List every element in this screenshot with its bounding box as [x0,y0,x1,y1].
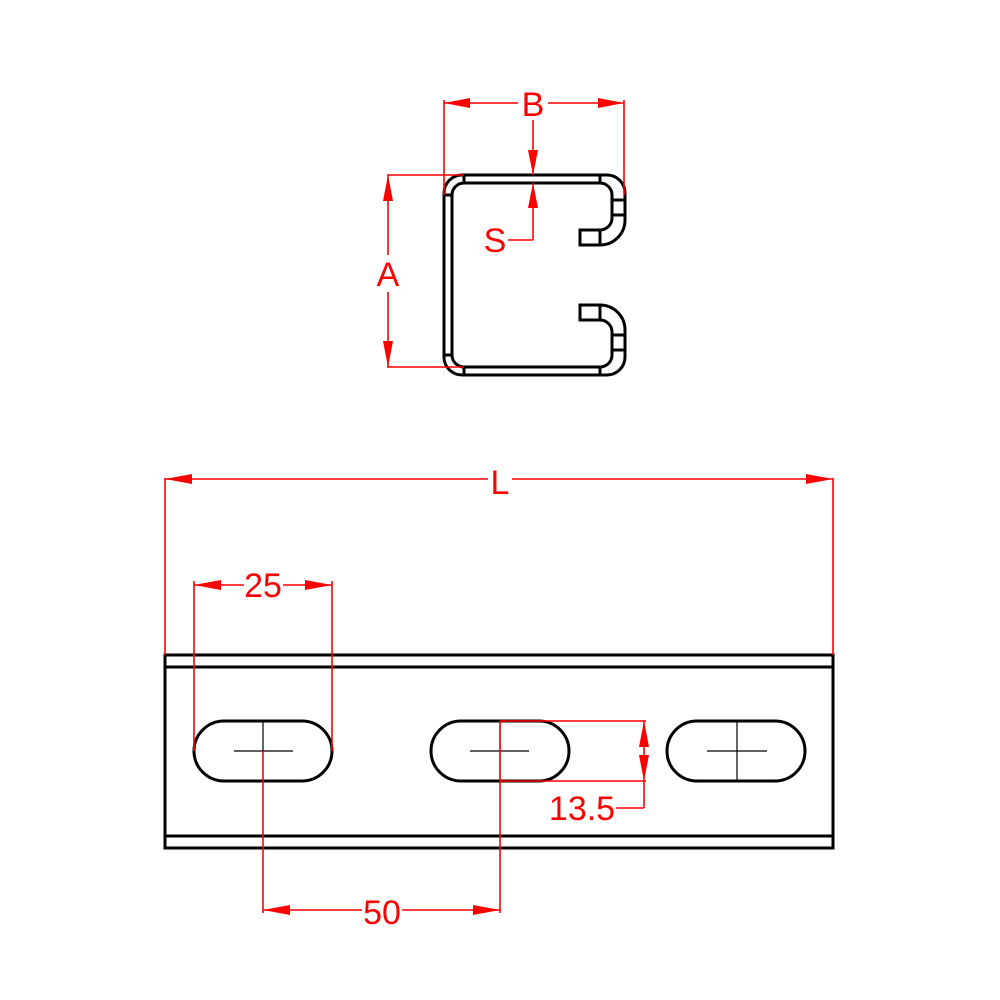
arrow-right-icon [806,474,833,484]
dimension-slot-length: 25 [193,567,333,751]
arrow-left-icon [444,98,470,108]
label-a: A [377,256,400,294]
arrow-left-icon [263,905,290,915]
label-slot-length: 25 [244,567,282,605]
arrow-down-icon [528,150,538,175]
channel-section [442,173,627,377]
dimension-a: A [377,174,464,368]
label-b: B [522,86,545,124]
arrow-up-icon [383,175,393,201]
label-l: L [491,464,510,502]
arrow-up-icon [528,183,538,208]
dimension-s: S [484,120,538,260]
channel-elevation [163,653,835,850]
dimension-b: B [443,86,625,195]
dimension-slot-pitch: 50 [262,721,501,932]
label-slot-width: 13.5 [549,790,615,828]
arrow-left-icon [194,580,221,590]
arrow-right-icon [305,580,332,590]
label-slot-pitch: 50 [363,894,401,932]
label-s: S [484,222,507,260]
arrow-down-icon [383,341,393,367]
arrow-up-icon [639,721,649,747]
arrow-left-icon [165,474,192,484]
arrow-right-icon [473,905,500,915]
dimension-slot-width: 13.5 [500,720,649,828]
dimension-l: L [164,464,834,655]
slot-3 [665,719,807,783]
arrow-right-icon [598,98,624,108]
arrow-down-icon [639,755,649,781]
